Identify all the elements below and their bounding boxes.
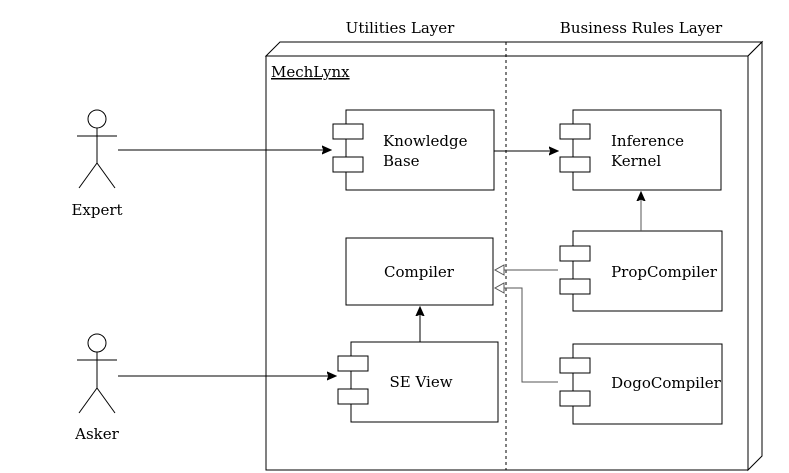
expert-actor[interactable]	[77, 109, 117, 189]
prop-compiler-component[interactable]: PropCompiler	[559, 230, 723, 312]
component-icon-tab	[559, 245, 591, 262]
knowledge-base-label-line1: Knowledge	[383, 132, 468, 150]
dogo-compiler-to-compiler-generalization[interactable]	[493, 282, 558, 383]
se-view-label: SE View	[389, 373, 452, 391]
asker-head	[87, 333, 107, 353]
prop-compiler-label: PropCompiler	[611, 263, 718, 281]
compiler-component[interactable]: Compiler	[345, 237, 494, 306]
knowledge-base-label-line2: Base	[383, 152, 420, 170]
compiler-label: Compiler	[384, 263, 455, 281]
asker-actor[interactable]	[77, 333, 117, 414]
component-icon-tab	[559, 390, 591, 407]
component-icon-tab	[332, 123, 364, 140]
inference-kernel-label-line1: Inference	[611, 132, 684, 150]
node-top-face	[264, 41, 764, 57]
inference-kernel-label-line2: Kernel	[611, 152, 661, 170]
expert-head	[87, 109, 107, 129]
expert-label: Expert	[71, 201, 122, 219]
node-side-face	[747, 40, 763, 472]
dogo-compiler-label: DogoCompiler	[611, 374, 721, 392]
component-icon-tab	[559, 357, 591, 374]
asker-label: Asker	[74, 425, 119, 443]
component-icon-tab	[337, 355, 369, 372]
component-icon-tab	[332, 156, 364, 173]
inference-kernel-component[interactable]: Inference Kernel	[559, 109, 722, 191]
component-icon-tab	[559, 156, 591, 173]
component-icon-tab	[559, 278, 591, 295]
business-rules-layer-label: Business Rules Layer	[560, 19, 723, 37]
dogo-compiler-component[interactable]: DogoCompiler	[559, 343, 723, 425]
node-title: MechLynx	[271, 63, 350, 81]
se-view-component[interactable]: SE View	[337, 341, 499, 423]
component-icon-tab	[559, 123, 591, 140]
utilities-layer-label: Utilities Layer	[346, 19, 455, 37]
knowledge-base-component[interactable]: Knowledge Base	[332, 109, 495, 191]
component-icon-tab	[337, 388, 369, 405]
